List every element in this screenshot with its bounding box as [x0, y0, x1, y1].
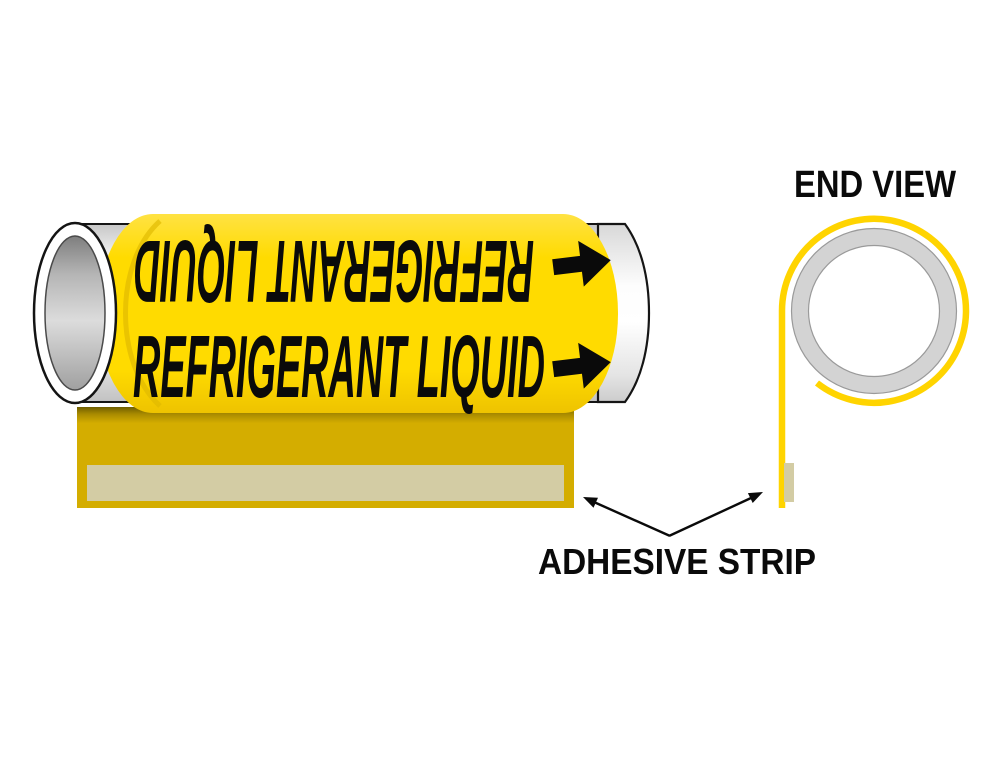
callout-arrow-right [668, 496, 753, 537]
marker-text-upside-down: REFRIGERANT LIQUID [134, 222, 534, 321]
front-view: REFRIGERANT LIQUID REFRIGERANT LIQUID [32, 214, 651, 508]
pipe-bore [44, 235, 106, 391]
callout-arrowhead-left-icon [583, 497, 598, 508]
pipe-marker-label [98, 214, 618, 413]
label-edge-shade [123, 219, 162, 408]
end-view-title: END VIEW [794, 164, 956, 206]
end-view: END VIEW [778, 164, 970, 508]
callout-arrowhead-right-icon [747, 492, 763, 503]
flow-arrow-icon [552, 240, 611, 287]
adhesive-strip-callout: ADHESIVE STRIP [538, 492, 816, 582]
end-view-adhesive-strip [784, 463, 794, 502]
marker-text-upside-down-group: REFRIGERANT LIQUID [134, 222, 534, 321]
flow-arrow-icon [552, 342, 611, 389]
callout-arrow-left [593, 501, 671, 537]
adhesive-strip-label: ADHESIVE STRIP [538, 541, 816, 582]
adhesive-strip [87, 465, 564, 501]
pipe-cross-section-inner-outline [807, 244, 941, 378]
marker-text: REFRIGERANT LIQUID [133, 317, 545, 416]
pipe-cross-section [791, 228, 957, 394]
coiled-marker-tail [778, 215, 970, 508]
pipe-cross-section-outer-outline [790, 227, 958, 395]
